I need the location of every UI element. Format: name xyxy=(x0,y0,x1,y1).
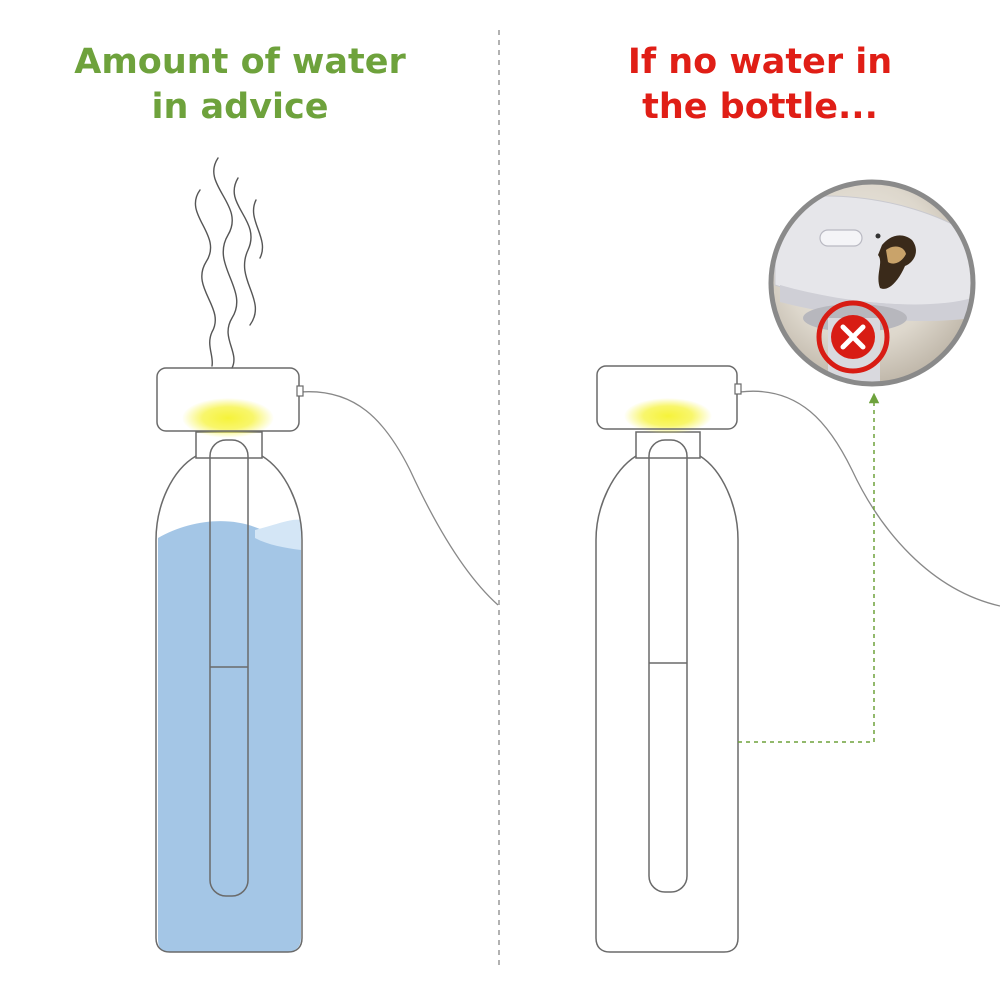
right-heading: If no water in the bottle... xyxy=(560,40,960,130)
right-bottle xyxy=(595,365,1000,953)
water-surface-highlight xyxy=(255,519,301,550)
dashed-arrow xyxy=(738,392,880,743)
right-bottle-body xyxy=(595,455,739,953)
right-heading-line2: the bottle... xyxy=(642,87,878,127)
right-diffuser-stick xyxy=(648,439,688,893)
left-bottle-body xyxy=(155,455,303,953)
steam-wisps-icon xyxy=(194,157,264,369)
burnt-device-photo xyxy=(768,179,976,387)
left-led-glow xyxy=(182,398,274,438)
left-cable-port xyxy=(296,385,304,397)
right-bottle-neck xyxy=(635,431,701,459)
no-x-icon xyxy=(816,300,890,374)
water-fill xyxy=(158,520,301,952)
left-bottle xyxy=(155,157,499,953)
left-humidifier-cap xyxy=(156,367,300,432)
right-cable-port xyxy=(734,383,742,395)
left-heading-line2: in advice xyxy=(151,87,329,127)
right-power-cable xyxy=(739,390,1000,607)
left-diffuser-stick xyxy=(209,439,249,897)
right-led-glow xyxy=(624,398,712,434)
left-power-cable xyxy=(299,391,499,606)
left-heading: Amount of water in advice xyxy=(40,40,440,130)
right-humidifier-cap xyxy=(596,365,738,430)
left-heading-line1: Amount of water xyxy=(74,42,406,82)
right-heading-line1: If no water in xyxy=(627,42,893,82)
